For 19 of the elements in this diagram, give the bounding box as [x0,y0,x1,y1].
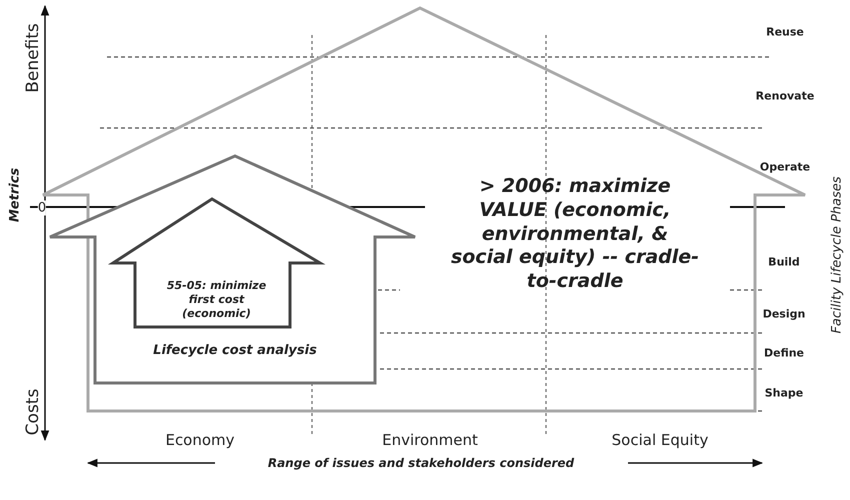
phase-label: Operate [760,160,810,174]
phase-label: Build [768,256,800,268]
category-label: Social Equity [612,431,708,449]
axis-label: Benefits [23,23,43,93]
phase-label: Renovate [756,90,814,102]
axis-label: Range of issues and stakeholders considered [268,456,574,470]
goal-text: > 2006: maximize VALUE (economic, environmental, & social equity) -- cradle-to-cradle [450,175,700,294]
phase-label: Reuse [766,26,804,38]
axis-label: Metrics [8,168,22,222]
phase-text: Lifecycle cost analysis [152,343,318,360]
axis-label: Facility Lifecycle Phases [830,176,844,334]
category-label: Environment [382,431,478,449]
phase-label: Shape [764,386,804,400]
axis-label: Costs [23,388,43,436]
category-label: Economy [165,431,235,449]
phase-label: Design [762,308,806,320]
axis-tick-label: 0 [38,200,46,216]
phase-label: Define [764,346,804,360]
phase-text: 55-05: minimize first cost (economic) [166,279,268,320]
